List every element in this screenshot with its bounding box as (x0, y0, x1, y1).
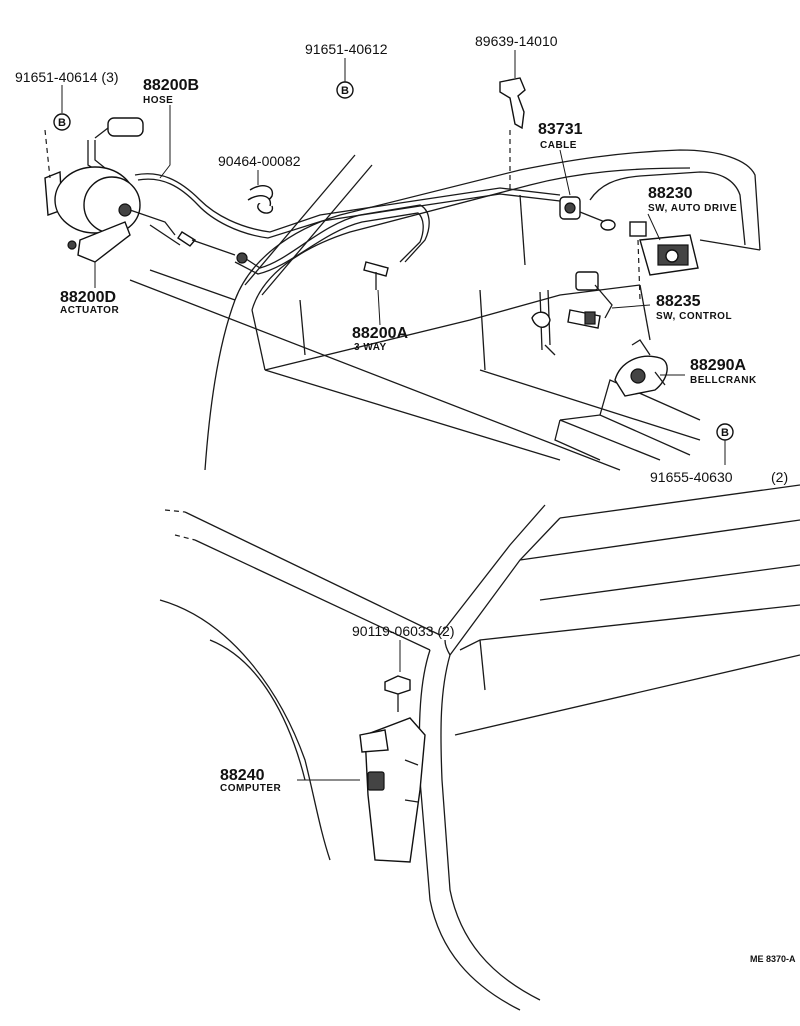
label-88240-desc: COMPUTER (220, 783, 282, 794)
label-88200b-desc: HOSE (143, 95, 173, 106)
label-90119-06033: 90119-06033 (2) (352, 623, 454, 639)
label-88290a: 88290A (690, 357, 746, 374)
label-91651-40614: 91651-40614 (3) (15, 69, 119, 85)
label-88235: 88235 (656, 293, 701, 310)
label-88230-desc: SW, AUTO DRIVE (648, 203, 737, 214)
control-switch-part (567, 271, 613, 329)
part-labels: 91651-40614 (3) 88200B HOSE 91651-40612 … (15, 33, 796, 964)
label-89639-14010: 89639-14010 (475, 33, 558, 49)
three-way-fitting-part (363, 261, 389, 290)
bolt-marker-2: B (336, 81, 354, 99)
cable-end-part (177, 231, 248, 264)
bellcrank-part (614, 339, 668, 397)
clamp-part (499, 77, 526, 130)
bolt-marker-3: B (716, 423, 734, 441)
label-88200a: 88200A (352, 325, 408, 342)
computer-part (359, 717, 426, 863)
label-83731-desc: CABLE (540, 140, 577, 151)
label-91651-40612: 91651-40612 (305, 41, 388, 57)
leader-lines (44, 50, 726, 465)
kick-panel-outline (159, 484, 800, 1011)
label-88200a-desc: 3 WAY (354, 342, 387, 353)
label-91655-40630-qty: (2) (771, 469, 788, 485)
bolt-part (384, 640, 411, 712)
label-88200b: 88200B (143, 77, 199, 94)
label-88230: 88230 (648, 185, 693, 202)
label-88290a-desc: BELLCRANK (690, 375, 757, 386)
label-88200d-desc: ACTUATOR (60, 305, 119, 316)
label-88240: 88240 (220, 767, 265, 784)
label-90464-00082: 90464-00082 (218, 153, 301, 169)
reference-code: ME 8370-A (750, 954, 796, 964)
clip-part (247, 185, 274, 214)
pedal-bracket-part (531, 289, 556, 356)
hose-and-cable-routing (87, 140, 561, 275)
label-88235-desc: SW, CONTROL (656, 311, 732, 322)
bolt-marker-3-letter: B (721, 427, 729, 439)
label-91655-40630: 91655-40630 (650, 469, 733, 485)
bolt-marker-1-letter: B (58, 117, 66, 129)
dashboard-outline (129, 149, 761, 471)
cable-fitting-part (559, 196, 616, 231)
bolt-marker-1: B (53, 113, 71, 131)
auto-drive-switch-part (629, 221, 699, 276)
bolt-marker-2-letter: B (341, 85, 349, 97)
label-83731: 83731 (538, 121, 583, 138)
actuator-part (44, 117, 181, 263)
label-88200d: 88200D (60, 289, 116, 306)
